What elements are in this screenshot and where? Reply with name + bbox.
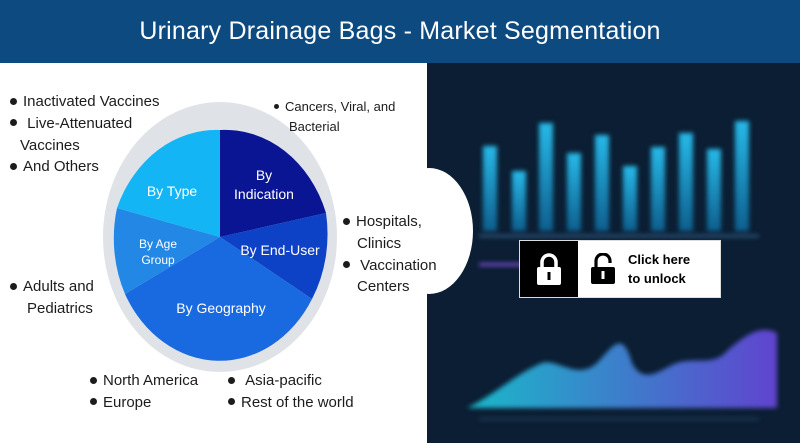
geography-item: North America [90,370,198,392]
unlock-button[interactable]: Click here to unlock [519,240,721,298]
geography-items-list-right: Asia-pacific Rest of the world [228,370,354,414]
indication-item: Cancers, Viral, and [274,97,395,117]
age-group-item: Adults and [10,276,94,298]
decorative-white-arc [385,168,473,294]
bullet-icon [90,376,97,384]
bullet-icon [10,97,17,105]
bullet-icon [90,398,97,406]
unlock-label[interactable]: Click here to unlock [628,251,718,289]
unlock-text-line2[interactable]: to unlock [628,270,686,286]
bullet-icon [10,282,17,290]
end-user-items-list: Hospitals, Clinics Vaccination Centers [343,211,437,298]
type-item: Inactivated Vaccines [10,91,159,113]
page-title: Urinary Drainage Bags - Market Segmentat… [139,17,661,45]
type-item: And Others [10,156,159,178]
pie-graphic [103,102,337,372]
type-items-list: Inactivated Vaccines Live-Attenuated Vac… [10,91,159,178]
geography-item: Asia-pacific [228,370,354,392]
bullet-icon [343,217,350,225]
lock-icon-box [520,241,578,297]
bullet-icon [10,162,17,170]
page-title-banner: Urinary Drainage Bags - Market Segmentat… [0,0,800,63]
age-group-items-list: Adults and Pediatrics [10,276,94,320]
end-user-item: Hospitals, [343,211,437,233]
indication-item-continuation: Bacterial [289,118,340,134]
bullet-icon [10,119,17,127]
geography-item: Europe [90,392,198,414]
type-item-continuation: Vaccines [20,136,80,154]
unlock-text-line1[interactable]: Click here [628,252,691,267]
pie-label-by-age-group: By Age Group [138,237,178,268]
unlocked-icon [589,252,617,290]
pie-label-by-type: By Type [146,183,198,199]
end-user-item-continuation: Centers [357,278,410,296]
pie-label-by-end-user: By End-User [240,242,320,258]
geography-items-list-left: North America Europe [90,370,198,414]
pie-slice-by-age-group [113,208,220,294]
pie-slice-by-indication [220,129,326,237]
pie-slice-by-end-user [220,213,328,299]
segmentation-pie: By Indication By End-User By Geography B… [103,102,337,372]
blurred-chart-graphic [467,121,777,420]
bullet-icon [228,376,235,384]
pie-slice-by-geography [125,237,312,361]
blurred-dashboard-preview [427,63,800,443]
end-user-item: Vaccination [343,255,437,277]
lock-icon [537,253,561,285]
age-group-item-continuation: Pediatrics [27,299,93,317]
end-user-item-continuation: Clinics [357,234,402,252]
pie-label-by-indication: By Indication [234,167,294,202]
bullet-icon [228,398,235,406]
pie-label-by-geography: By Geography [176,300,266,316]
indication-items-list: Cancers, Viral, and Bacterial [274,97,395,136]
type-item: Live-Attenuated [10,113,159,135]
bullet-icon [274,104,279,110]
pie-slice-by-type [117,129,220,237]
bullet-icon [343,261,350,269]
geography-item: Rest of the world [228,392,354,414]
